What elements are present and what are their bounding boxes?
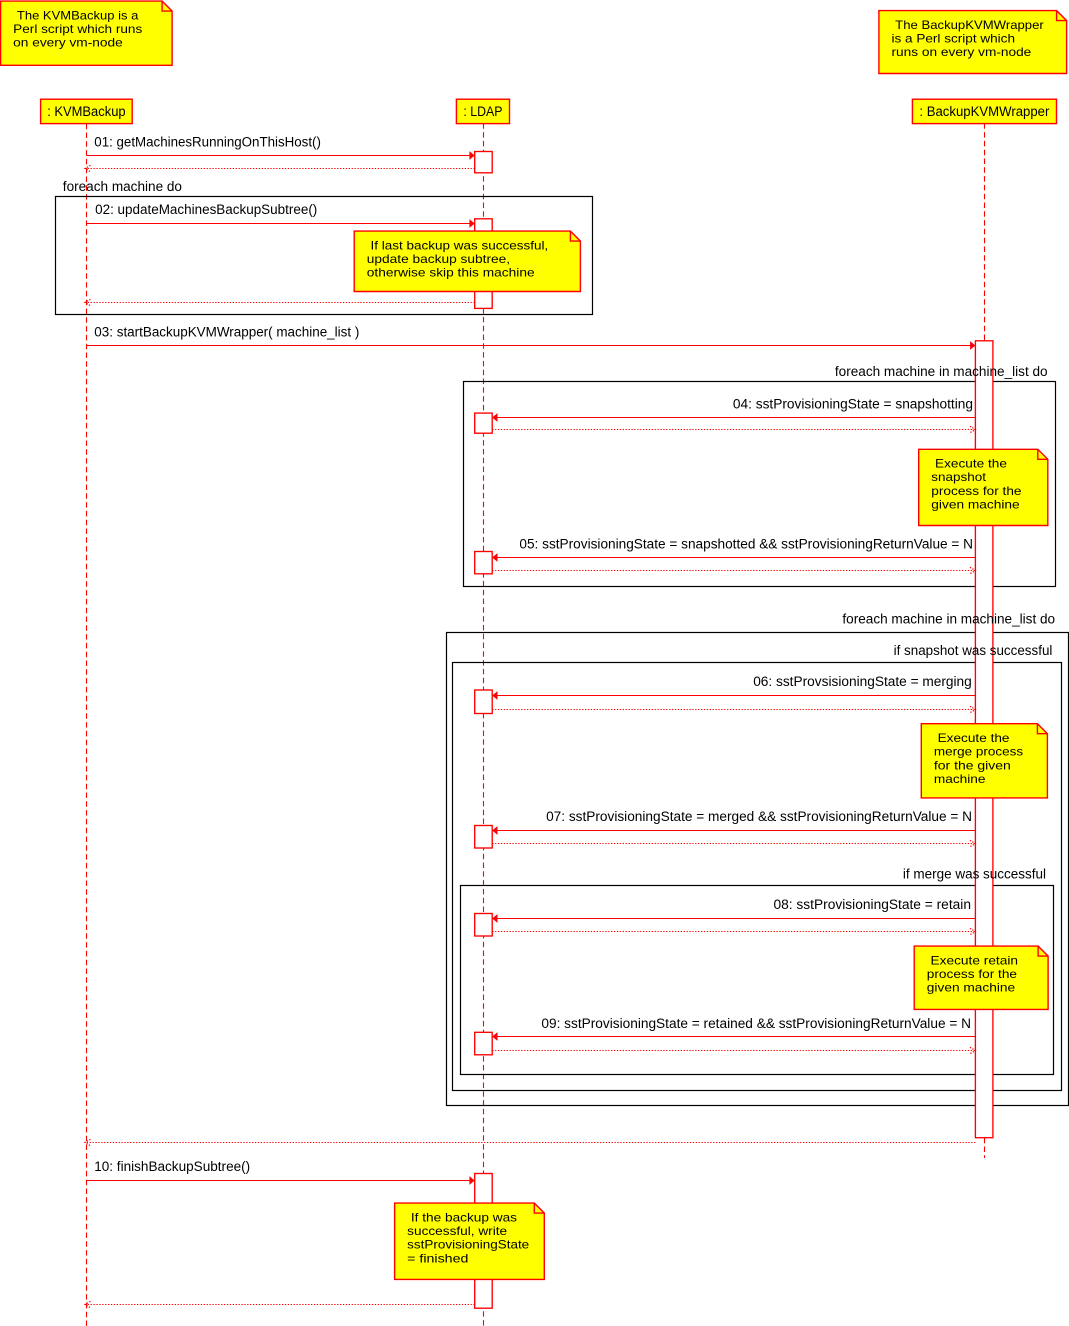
svg-text:If last backup was successful,: If last backup was successful,: [371, 238, 549, 252]
svg-text:runs on every vm-node: runs on every vm-node: [892, 45, 1032, 59]
svg-text:Execute retain: Execute retain: [931, 953, 1019, 967]
svg-text:on every vm-node: on every vm-node: [13, 36, 123, 50]
svg-text:06: sstProvsisioningState = me: 06: sstProvsisioningState = merging: [753, 674, 972, 690]
svg-text:merge process: merge process: [934, 745, 1023, 759]
svg-text:07: sstProvisioningState = mer: 07: sstProvisioningState = merged && sst…: [546, 809, 972, 825]
svg-text:otherwise skip this machine: otherwise skip this machine: [367, 266, 535, 280]
svg-text:foreach machine in machine_lis: foreach machine in machine_list do: [835, 364, 1048, 380]
svg-text:04: sstProvisioningState = sna: 04: sstProvisioningState = snapshotting: [733, 397, 973, 413]
svg-text:02: updateMachinesBackupSubtre: 02: updateMachinesBackupSubtree(): [95, 202, 317, 218]
svg-text:machine: machine: [934, 772, 986, 786]
svg-text:: BackupKVMWrapper: : BackupKVMWrapper: [919, 104, 1049, 120]
svg-text:for the given: for the given: [934, 758, 1011, 772]
svg-text:Execute the: Execute the: [938, 731, 1010, 745]
svg-text:process for the: process for the: [931, 484, 1022, 498]
svg-text:01: getMachinesRunningOnThisHo: 01: getMachinesRunningOnThisHost(): [94, 134, 321, 150]
svg-text:08: sstProvisioningState = ret: 08: sstProvisioningState = retain: [774, 897, 972, 913]
svg-text:10: finishBackupSubtree(): 10: finishBackupSubtree(): [94, 1159, 250, 1175]
svg-text:foreach machine in machine_lis: foreach machine in machine_list do: [842, 611, 1055, 627]
svg-text:sstProvisioningState: sstProvisioningState: [407, 1238, 529, 1252]
svg-text:is a Perl script which: is a Perl script which: [892, 32, 1016, 46]
svg-text:The BackupKVMWrapper: The BackupKVMWrapper: [895, 18, 1044, 32]
svg-text:= finished: = finished: [407, 1251, 468, 1265]
svg-text:foreach machine do: foreach machine do: [63, 179, 182, 195]
svg-text:05: sstProvisioningState = sna: 05: sstProvisioningState = snapshotted &…: [519, 537, 973, 553]
svg-text:03: startBackupKVMWrapper( mac: 03: startBackupKVMWrapper( machine_list …: [94, 324, 359, 340]
svg-text:Perl script which runs: Perl script which runs: [13, 22, 142, 36]
svg-text:given machine: given machine: [931, 498, 1020, 512]
svg-text:given machine: given machine: [927, 981, 1016, 995]
svg-text:update backup subtree,: update backup subtree,: [367, 252, 510, 266]
svg-text:process for the: process for the: [927, 967, 1018, 981]
svg-text:Execute the: Execute the: [935, 457, 1007, 471]
svg-text:09: sstProvisioningState = ret: 09: sstProvisioningState = retained && s…: [541, 1016, 971, 1032]
svg-text:The KVMBackup is a: The KVMBackup is a: [17, 8, 139, 22]
svg-text:if snapshot was successful: if snapshot was successful: [894, 643, 1053, 659]
svg-text:: LDAP: : LDAP: [463, 104, 502, 120]
svg-text:If the backup was: If the backup was: [411, 1210, 517, 1224]
svg-text:successful, write: successful, write: [407, 1224, 507, 1238]
svg-text:: KVMBackup: : KVMBackup: [47, 104, 125, 120]
svg-text:if merge was successful: if merge was successful: [903, 866, 1046, 882]
svg-text:snapshot: snapshot: [931, 470, 986, 484]
